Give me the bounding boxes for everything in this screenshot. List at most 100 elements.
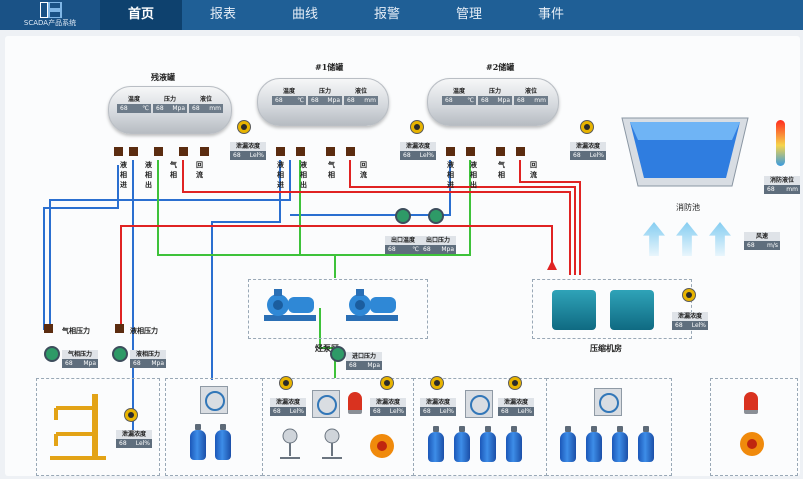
valve-icon[interactable] bbox=[154, 147, 163, 156]
pressure-gauge-icon[interactable] bbox=[428, 208, 444, 224]
nav-report[interactable]: 报表 bbox=[209, 7, 236, 22]
gas-cylinder-icon bbox=[638, 426, 654, 462]
pipe-label: 回流 bbox=[360, 160, 367, 179]
level-indicator-icon bbox=[776, 120, 785, 166]
pipe-label: 气相 bbox=[328, 160, 335, 179]
tank2-level-label: 液位 bbox=[524, 88, 537, 95]
pump-2-icon[interactable] bbox=[344, 287, 400, 323]
valve-icon[interactable] bbox=[466, 147, 475, 156]
valve-icon[interactable] bbox=[44, 324, 53, 333]
gas-detector-icon[interactable] bbox=[237, 120, 251, 134]
valve-icon[interactable] bbox=[179, 147, 188, 156]
gas-detector-icon[interactable] bbox=[124, 408, 138, 422]
tank1-temp-value: 68℃ bbox=[272, 96, 306, 105]
nav-event[interactable]: 事件 bbox=[537, 7, 564, 22]
pool-label: 消防池 bbox=[676, 203, 700, 212]
tank0-title: 残液罐 bbox=[151, 72, 175, 82]
gas-detector-icon[interactable] bbox=[580, 120, 594, 134]
tank0-press-label: 压力 bbox=[163, 96, 176, 103]
gas-cylinder-icon bbox=[612, 426, 628, 462]
tank0-level-label: 液位 bbox=[199, 96, 212, 103]
exhaust-fan-icon[interactable] bbox=[200, 386, 228, 414]
gas-cylinder-icon bbox=[454, 426, 470, 462]
nav-alarm[interactable]: 报警 bbox=[373, 7, 400, 22]
tank2-temp-value: 68℃ bbox=[442, 96, 476, 105]
alarm-light-icon[interactable] bbox=[744, 392, 758, 414]
emergency-stop-icon[interactable] bbox=[740, 432, 764, 456]
nav-manage[interactable]: 管理 bbox=[455, 7, 482, 22]
scada-logo-icon bbox=[40, 2, 62, 18]
pressure-gauge-icon[interactable] bbox=[330, 346, 346, 362]
gas-detector-icon[interactable] bbox=[508, 376, 522, 390]
pipe-label: 液相出 bbox=[470, 160, 477, 189]
exhaust-fan-icon[interactable] bbox=[465, 390, 493, 418]
pressure-gauge-icon[interactable] bbox=[44, 346, 60, 362]
gas-detector-icon[interactable] bbox=[430, 376, 444, 390]
tank2-title: #2储罐 bbox=[486, 62, 515, 72]
filling-scale-icon[interactable] bbox=[276, 428, 356, 462]
tank1-title: #1储罐 bbox=[315, 62, 344, 72]
gas-cylinder-icon bbox=[190, 424, 206, 460]
loading-arm-icon[interactable] bbox=[48, 390, 108, 460]
compressor-2-icon[interactable] bbox=[610, 290, 654, 330]
fire-pool[interactable] bbox=[620, 116, 750, 188]
tank0-temp-label: 温度 bbox=[127, 96, 140, 103]
exhaust-fan-icon[interactable] bbox=[312, 390, 340, 418]
valve-icon[interactable] bbox=[129, 147, 138, 156]
valve-icon[interactable] bbox=[296, 147, 305, 156]
temperature-gauge-icon[interactable] bbox=[395, 208, 411, 224]
gas-detector-icon[interactable] bbox=[380, 376, 394, 390]
pipe-label: 液相进 bbox=[447, 160, 454, 189]
pressure-gauge-icon[interactable] bbox=[112, 346, 128, 362]
alarm-light-icon[interactable] bbox=[348, 392, 362, 414]
gas-detector-icon[interactable] bbox=[682, 288, 696, 302]
top-bar: SCADA产品系统 首页 报表 曲线 报警 管理 事件 bbox=[0, 0, 803, 30]
gas-cylinder-icon bbox=[586, 426, 602, 462]
brand-name: SCADA产品系统 bbox=[23, 19, 77, 27]
valve-icon[interactable] bbox=[496, 147, 505, 156]
tank0-temp-value: 68℃ bbox=[117, 104, 151, 113]
storage-zone-3 bbox=[546, 378, 672, 476]
nav-home[interactable]: 首页 bbox=[100, 0, 182, 30]
gas-detector-icon[interactable] bbox=[410, 120, 424, 134]
tank1-temp-label: 温度 bbox=[282, 88, 295, 95]
valve-icon[interactable] bbox=[200, 147, 209, 156]
gas-cylinder-icon bbox=[215, 424, 231, 460]
pipe-label: 液相进 bbox=[277, 160, 284, 189]
valve-icon[interactable] bbox=[446, 147, 455, 156]
valve-icon[interactable] bbox=[346, 147, 355, 156]
valve-icon[interactable] bbox=[114, 147, 123, 156]
pump-1-icon[interactable] bbox=[262, 287, 318, 323]
valve-icon[interactable] bbox=[516, 147, 525, 156]
compressor-zone bbox=[532, 279, 692, 339]
exhaust-fan-icon[interactable] bbox=[594, 388, 622, 416]
valve-icon[interactable] bbox=[115, 324, 124, 333]
nav-curve[interactable]: 曲线 bbox=[291, 7, 318, 22]
compressor-1-icon[interactable] bbox=[552, 290, 596, 330]
valve-icon[interactable] bbox=[276, 147, 285, 156]
pump-zone bbox=[248, 279, 428, 339]
emergency-stop-icon[interactable] bbox=[370, 434, 394, 458]
gas-detector-icon[interactable] bbox=[279, 376, 293, 390]
tank2-temp-label: 温度 bbox=[452, 88, 465, 95]
pipe-label: 回流 bbox=[196, 160, 203, 179]
liquid-phase-label: 液相压力 bbox=[130, 326, 158, 335]
valve-icon[interactable] bbox=[326, 147, 335, 156]
pipe-label: 液相出 bbox=[300, 160, 307, 189]
